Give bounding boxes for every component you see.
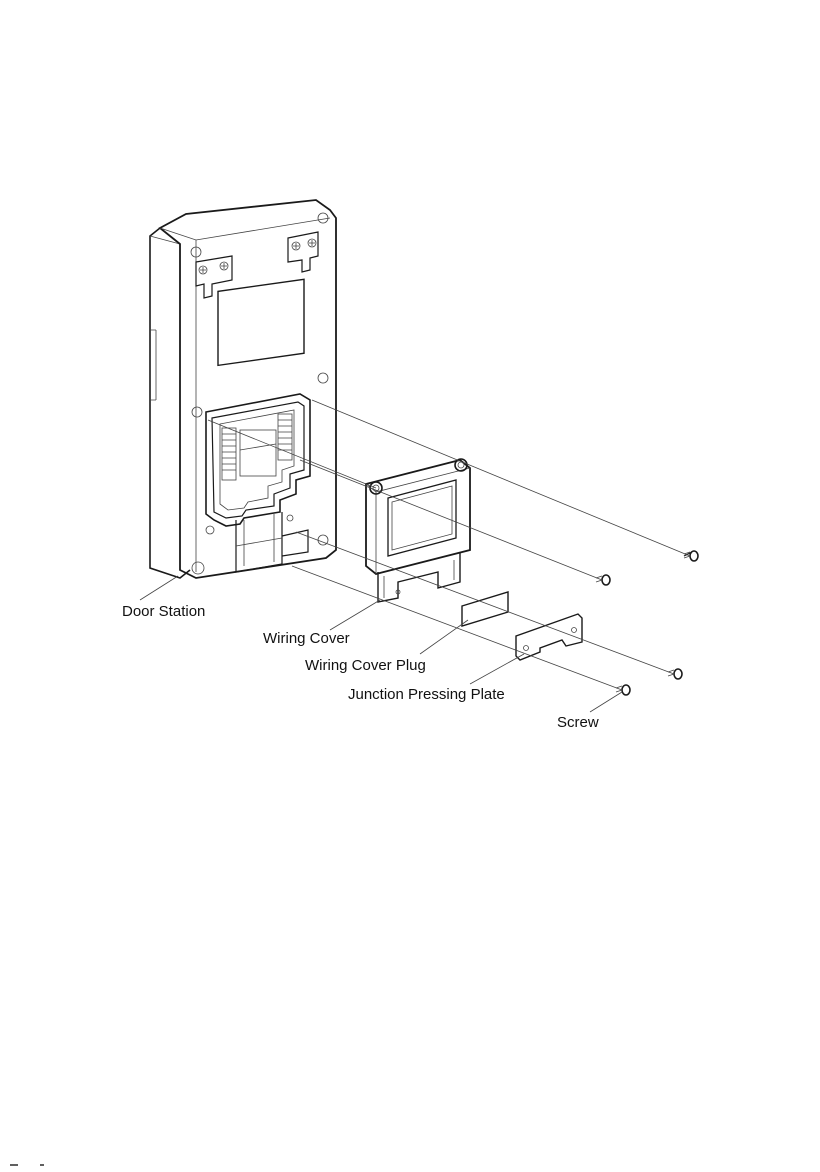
label-door-station: Door Station [122,603,205,620]
screw-lower-right [668,669,682,679]
screw-bottom [616,685,630,695]
label-screw: Screw [557,714,599,731]
label-wiring-cover: Wiring Cover [263,630,350,647]
junction-pressing-plate [516,614,582,660]
mount-bracket-right [288,232,318,272]
label-wiring-cover-plug: Wiring Cover Plug [305,657,426,674]
door-station-body [150,200,336,578]
screw-top-right [684,551,698,561]
scan-edge-mark [10,1154,50,1158]
wiring-cover [366,459,470,602]
screw-middle [596,575,610,585]
label-junction-pressing-plate: Junction Pressing Plate [348,686,505,703]
wiring-compartment [206,394,310,526]
rear-label-plate [218,279,304,365]
mount-bracket-left [196,256,232,298]
